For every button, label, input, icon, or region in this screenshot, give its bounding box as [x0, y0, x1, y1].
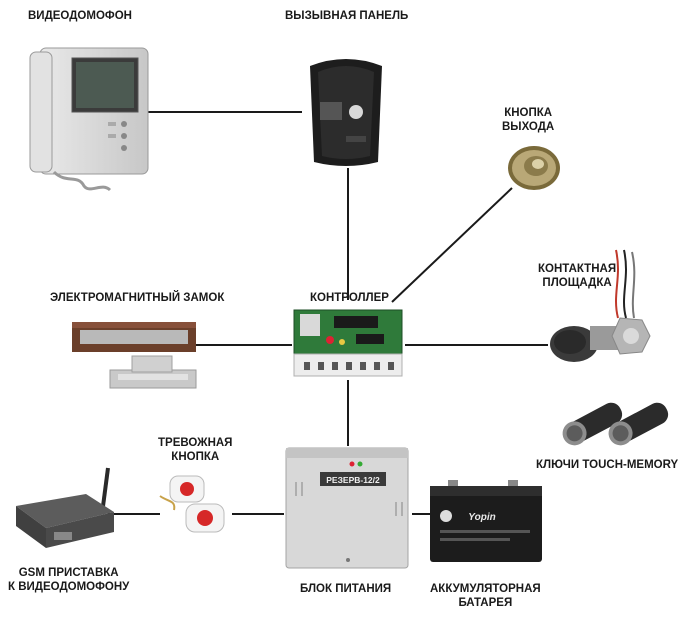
label-exit-button-line2: ВЫХОДА — [502, 121, 555, 134]
label-magnetic-lock: ЭЛЕКТРОМАГНИТНЫЙ ЗАМОК — [50, 291, 224, 305]
label-call-panel-text: ВЫЗЫВНАЯ ПАНЕЛЬ — [285, 10, 409, 22]
link-exit-controller — [391, 187, 513, 303]
label-battery-line1: АККУМУЛЯТОРНАЯ — [430, 583, 541, 595]
label-contact-pad: КОНТАКТНАЯ ПЛОЩАДКА — [538, 262, 616, 291]
label-alarm-button-line1: ТРЕВОЖНАЯ — [158, 437, 233, 449]
label-power-supply-text: БЛОК ПИТАНИЯ — [300, 583, 392, 595]
label-videodomofon: ВИДЕОДОМОФОН — [28, 9, 132, 23]
contact-pad-device — [550, 249, 651, 362]
power-supply-marking: РЕЗЕРВ-12/2 — [326, 475, 380, 485]
label-controller-text: КОНТРОЛЛЕР — [310, 292, 389, 304]
label-battery: АККУМУЛЯТОРНАЯ БАТАРЕЯ — [430, 582, 541, 611]
label-gsm-adapter-line1: GSM ПРИСТАВКА — [18, 567, 119, 579]
touch-memory-keys-device — [562, 402, 669, 446]
controller-device — [293, 309, 403, 377]
label-alarm-button: ТРЕВОЖНАЯ КНОПКА — [158, 436, 232, 465]
label-controller: КОНТРОЛЛЕР — [310, 291, 389, 305]
label-call-panel: ВЫЗЫВНАЯ ПАНЕЛЬ — [285, 9, 408, 23]
label-exit-button-line1: КНОПКА — [504, 107, 553, 119]
power-supply-device: РЕЗЕРВ-12/2 — [285, 447, 409, 569]
label-contact-pad-line1: КОНТАКТНАЯ — [538, 263, 617, 275]
label-magnetic-lock-text: ЭЛЕКТРОМАГНИТНЫЙ ЗАМОК — [50, 292, 225, 304]
label-videodomofon-text: ВИДЕОДОМОФОН — [28, 10, 132, 22]
battery-device: Yopin — [430, 480, 542, 562]
label-power-supply: БЛОК ПИТАНИЯ — [300, 582, 391, 596]
alarm-button-device — [159, 475, 225, 533]
label-touch-memory-keys-text: КЛЮЧИ TOUCH-MEMORY — [536, 459, 679, 471]
videodomofon-device — [29, 47, 149, 192]
label-battery-line2: БАТАРЕЯ — [458, 597, 513, 610]
label-touch-memory-keys: КЛЮЧИ TOUCH-MEMORY — [536, 458, 678, 472]
magnetic-lock-device — [72, 322, 197, 389]
exit-button-device — [508, 146, 560, 190]
battery-brand-marking: Yopin — [468, 512, 495, 523]
gsm-adapter-device — [16, 467, 114, 548]
label-contact-pad-line2: ПЛОЩАДКА — [542, 277, 612, 290]
label-gsm-adapter: GSM ПРИСТАВКА К ВИДЕОДОМОФОНУ — [8, 566, 129, 595]
label-gsm-adapter-line2: К ВИДЕОДОМОФОНУ — [8, 581, 130, 594]
label-alarm-button-line2: КНОПКА — [171, 451, 220, 464]
call-panel-device — [310, 59, 382, 166]
label-exit-button: КНОПКА ВЫХОДА — [502, 106, 554, 135]
